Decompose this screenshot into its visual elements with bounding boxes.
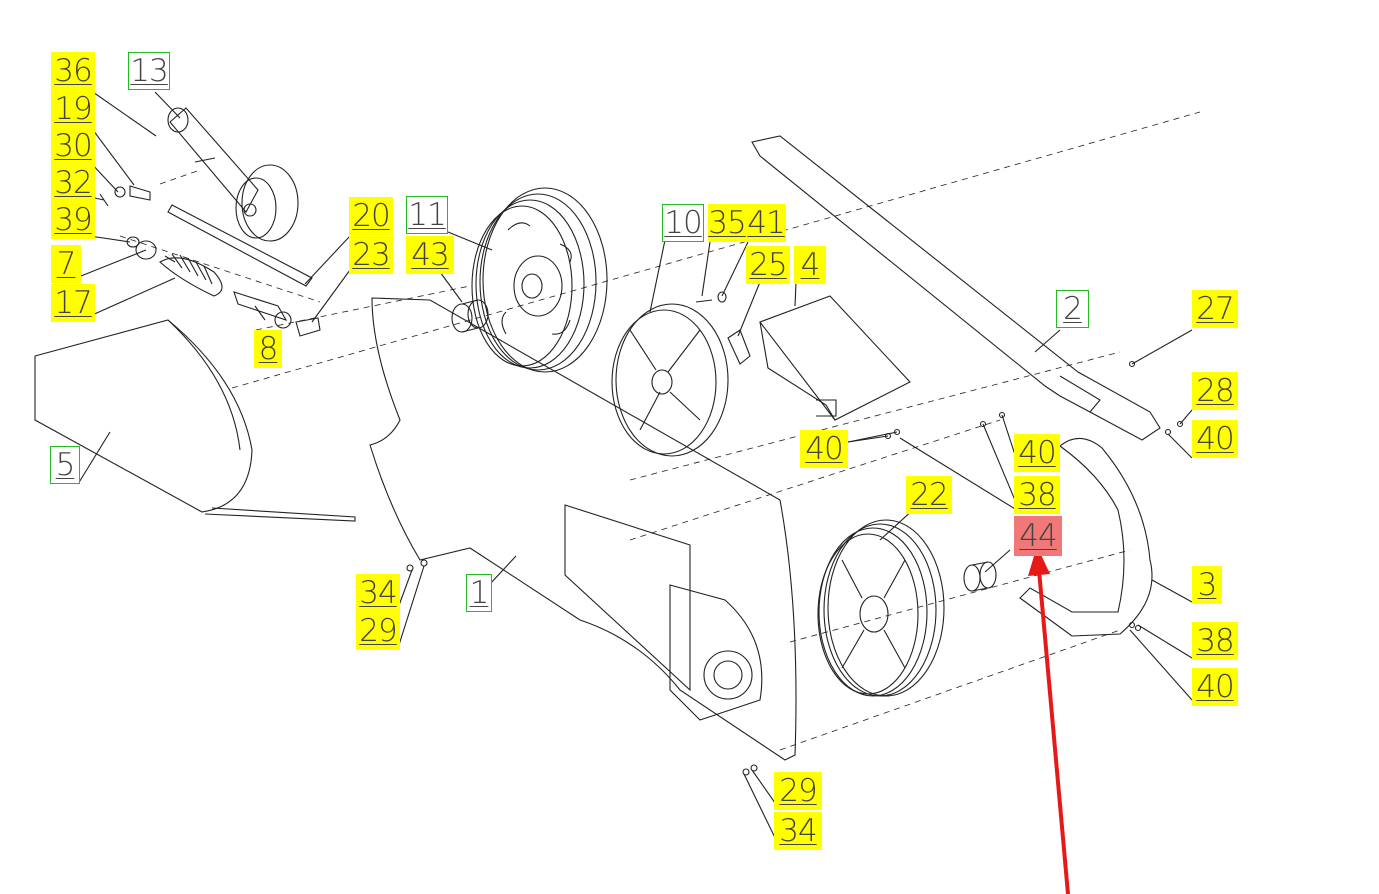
callout-28[interactable]: 28	[1192, 372, 1238, 410]
small-hardware	[406, 360, 1184, 776]
callout-40-right-lower[interactable]: 40	[1192, 668, 1238, 706]
callout-39[interactable]: 39	[51, 201, 95, 239]
callout-38-right-lower[interactable]: 38	[1192, 622, 1238, 660]
callout-40-right-upper[interactable]: 40	[1192, 420, 1238, 458]
callout-44-highlighted[interactable]: 44	[1014, 516, 1062, 556]
callout-43[interactable]: 43	[406, 236, 454, 274]
callout-2[interactable]: 2	[1056, 290, 1089, 328]
callout-10[interactable]: 10	[662, 204, 704, 242]
pulley-part-10	[611, 303, 729, 457]
shaft-and-spring	[99, 185, 321, 337]
assembly-axes	[119, 111, 1201, 751]
callout-20[interactable]: 20	[349, 197, 393, 235]
tensioner-arm-part-13	[167, 107, 299, 242]
callout-40-mid[interactable]: 40	[1014, 434, 1060, 472]
callout-19[interactable]: 19	[51, 90, 95, 128]
callout-13[interactable]: 13	[128, 52, 170, 90]
leader-lines	[75, 89, 1193, 849]
callout-30[interactable]: 30	[51, 127, 95, 165]
callout-4[interactable]: 4	[794, 246, 826, 284]
callout-25[interactable]: 25	[746, 246, 790, 284]
callout-27[interactable]: 27	[1192, 290, 1238, 328]
callout-11[interactable]: 11	[406, 196, 448, 234]
pulley-part-22	[817, 519, 945, 697]
callout-35[interactable]: 35	[708, 204, 747, 242]
callout-29-bottom[interactable]: 29	[774, 772, 822, 810]
callout-8[interactable]: 8	[254, 330, 282, 368]
red-arrow	[1028, 546, 1070, 894]
callout-22[interactable]: 22	[906, 476, 952, 514]
guard-part-5	[34, 319, 356, 522]
callout-34-bottom[interactable]: 34	[774, 812, 822, 850]
callout-32[interactable]: 32	[51, 164, 95, 202]
pulley-part-11	[471, 187, 608, 373]
main-cover-part-1	[369, 297, 797, 761]
bracket-part-4	[759, 295, 911, 421]
callout-23[interactable]: 23	[349, 236, 393, 274]
callout-7[interactable]: 7	[51, 245, 81, 283]
bushing-part-44	[963, 561, 997, 592]
callout-17[interactable]: 17	[51, 284, 95, 322]
callout-1[interactable]: 1	[466, 574, 492, 612]
bushing-part-43	[451, 299, 489, 333]
rail-part-2	[751, 135, 1161, 441]
callout-5[interactable]: 5	[50, 446, 80, 484]
callout-29-left[interactable]: 29	[356, 612, 400, 650]
callout-34-left[interactable]: 34	[356, 574, 400, 612]
callout-3[interactable]: 3	[1192, 566, 1222, 604]
callout-36[interactable]: 36	[51, 52, 95, 90]
callout-41[interactable]: 41	[746, 204, 786, 242]
curved-cover-part-3	[1019, 437, 1153, 637]
callout-40-center[interactable]: 40	[800, 430, 848, 468]
small-plate-part-25	[695, 291, 751, 365]
callout-38-mid[interactable]: 38	[1014, 476, 1060, 514]
